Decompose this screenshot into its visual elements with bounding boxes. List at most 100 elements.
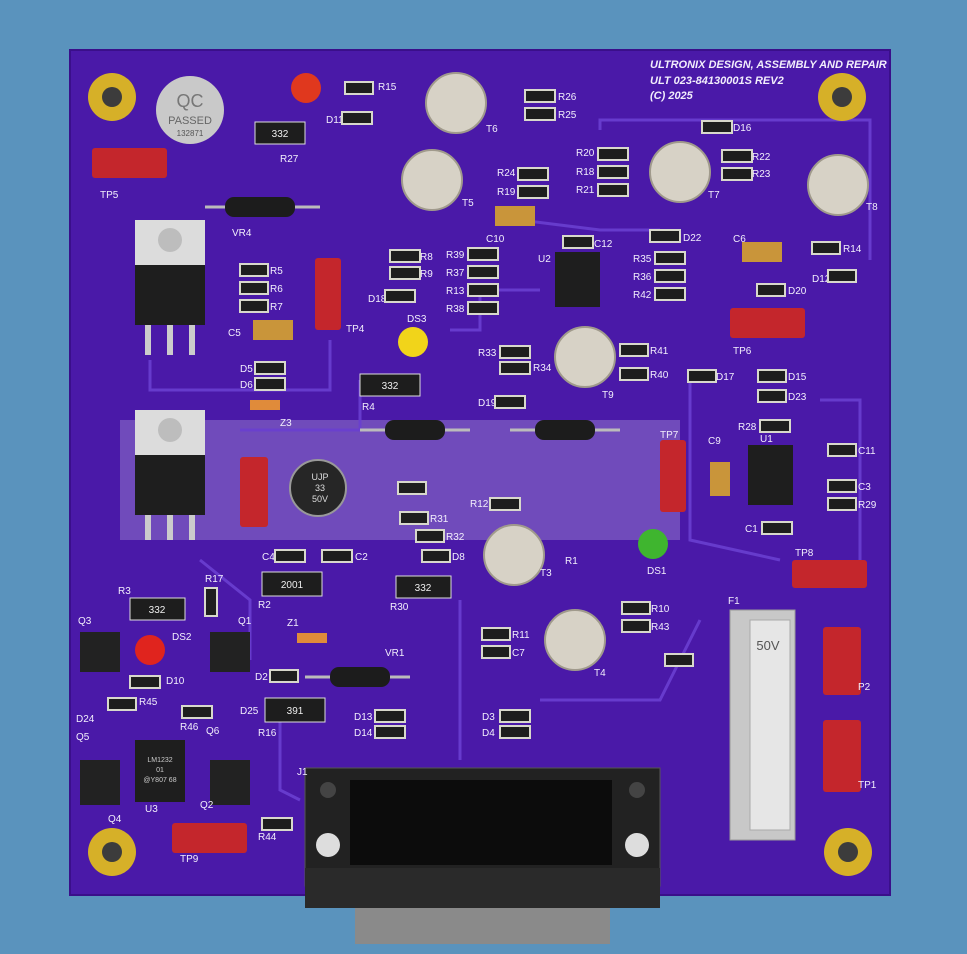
svg-text:332: 332	[149, 605, 166, 616]
label-t6: T6	[486, 124, 498, 135]
svg-text:R9: R9	[420, 269, 433, 280]
svg-text:R35: R35	[633, 254, 652, 265]
svg-text:C3: C3	[858, 482, 871, 493]
svg-text:D13: D13	[354, 712, 373, 723]
label-tp7: TP7	[660, 430, 679, 441]
label-ds3: DS3	[407, 314, 427, 325]
svg-text:33: 33	[315, 483, 325, 493]
svg-text:R15: R15	[378, 82, 397, 93]
qc-sticker: QC PASSED 132871	[156, 76, 224, 144]
svg-text:D17: D17	[716, 372, 735, 383]
svg-text:C10: C10	[486, 234, 505, 245]
svg-text:R40: R40	[650, 370, 669, 381]
label-tp4: TP4	[346, 324, 365, 335]
svg-text:R14: R14	[843, 244, 862, 255]
tp9	[172, 823, 247, 853]
svg-text:D2: D2	[255, 672, 268, 683]
led-yellow	[398, 327, 428, 357]
regulator-top	[135, 220, 205, 355]
tp8	[792, 560, 867, 588]
svg-text:R38: R38	[446, 304, 465, 315]
tp6	[730, 308, 805, 338]
svg-text:C9: C9	[708, 436, 721, 447]
svg-text:R11: R11	[512, 630, 530, 641]
svg-text:D16: D16	[733, 123, 752, 134]
svg-text:R19: R19	[497, 187, 516, 198]
label-vr4: VR4	[232, 228, 252, 239]
svg-text:R3: R3	[118, 586, 131, 597]
svg-text:R25: R25	[558, 110, 577, 121]
label-z3: Z3	[280, 418, 292, 429]
svg-text:R32: R32	[446, 532, 465, 543]
label-tp8: TP8	[795, 548, 814, 559]
ic-u2	[555, 252, 600, 307]
svg-text:D22: D22	[683, 233, 702, 244]
label-t4: T4	[594, 668, 606, 679]
mosfets	[80, 632, 250, 805]
svg-text:D15: D15	[788, 372, 807, 383]
tp5	[92, 148, 167, 178]
label-vr1: VR1	[385, 648, 405, 659]
header-line2: ULT 023-84130001S REV2	[650, 75, 784, 87]
svg-text:D4: D4	[482, 728, 495, 739]
svg-text:01: 01	[156, 767, 164, 774]
svg-text:R39: R39	[446, 250, 465, 261]
svg-text:332: 332	[415, 583, 432, 594]
label-q6: Q6	[206, 726, 220, 737]
svg-text:D23: D23	[788, 392, 807, 403]
label-t3: T3	[540, 568, 552, 579]
mounting-holes	[88, 73, 872, 876]
test-points	[92, 148, 867, 853]
label-q4: Q4	[108, 814, 122, 825]
label-t5: T5	[462, 198, 474, 209]
axial-diodes	[205, 197, 620, 687]
led-green	[638, 529, 668, 559]
svg-text:D25: D25	[240, 706, 259, 717]
svg-text:C12: C12	[594, 239, 613, 250]
tp7	[660, 440, 686, 512]
svg-text:R4: R4	[362, 402, 375, 413]
label-ds1: DS1	[647, 566, 667, 577]
fuse-f1: 50V	[729, 609, 796, 841]
label-tp1: TP1	[858, 780, 877, 791]
svg-text:R16: R16	[258, 728, 277, 739]
svg-text:R31: R31	[430, 514, 449, 525]
svg-text:C2: C2	[355, 552, 368, 563]
svg-text:R7: R7	[270, 302, 283, 313]
svg-text:C11: C11	[858, 446, 876, 457]
svg-text:LM1232: LM1232	[147, 757, 172, 764]
svg-text:R10: R10	[651, 604, 670, 615]
smd-small-parts	[107, 81, 857, 831]
label-q1: Q1	[238, 616, 252, 627]
svg-text:UJP: UJP	[311, 472, 328, 482]
svg-text:R43: R43	[651, 622, 670, 633]
svg-text:R5: R5	[270, 266, 283, 277]
label-q2: Q2	[200, 800, 214, 811]
led-red-top	[291, 73, 321, 103]
svg-text:2001: 2001	[281, 580, 304, 591]
svg-text:R2: R2	[258, 600, 271, 611]
svg-text:D3: D3	[482, 712, 495, 723]
svg-text:132871: 132871	[177, 129, 204, 138]
svg-text:R29: R29	[858, 500, 877, 511]
label-t8: T8	[866, 202, 878, 213]
label-t9: T9	[602, 390, 614, 401]
svg-text:D18: D18	[368, 294, 387, 305]
db-connector-j1	[304, 767, 661, 944]
label-u2: U2	[538, 254, 551, 265]
svg-text:C6: C6	[733, 234, 746, 245]
svg-text:R45: R45	[139, 697, 158, 708]
svg-text:R44: R44	[258, 832, 277, 843]
svg-text:50V: 50V	[312, 494, 328, 504]
label-tp2: P2	[858, 682, 871, 693]
transistors-can	[401, 72, 869, 671]
svg-text:R37: R37	[446, 268, 465, 279]
svg-text:R6: R6	[270, 284, 283, 295]
tp4	[315, 258, 341, 330]
svg-text:R42: R42	[633, 290, 652, 301]
silkscreen-labels: R15 D11 R27 R26 R25 D16 R20 R18 R21 R24 …	[76, 82, 877, 843]
electrolytic-cap: UJP 33 50V	[289, 459, 347, 517]
svg-text:332: 332	[382, 381, 399, 392]
svg-text:391: 391	[287, 706, 304, 717]
